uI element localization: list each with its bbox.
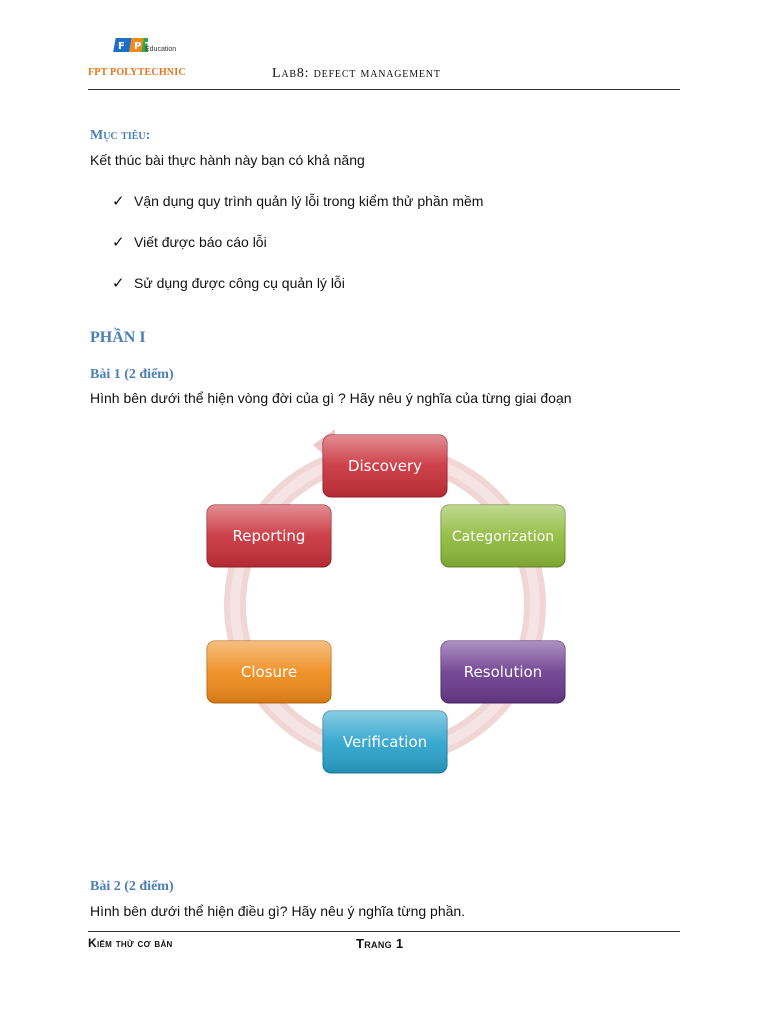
defect-lifecycle-diagram: Discovery Categorization Resolution Veri…	[206, 429, 566, 774]
stage-closure: Closure	[206, 640, 332, 704]
page-number: Trang 1	[356, 936, 404, 951]
objective-item: ✓ Viết được báo cáo lỗi	[112, 233, 267, 251]
page-title: Lab8: defect management	[272, 66, 441, 81]
objective-item: ✓ Vận dụng quy trình quản lý lỗi trong ki…	[112, 192, 483, 210]
stage-discovery: Discovery	[322, 434, 448, 498]
stage-label: Verification	[343, 733, 427, 751]
svg-text:P: P	[134, 41, 141, 52]
stage-label: Discovery	[348, 457, 422, 475]
objectives-intro: Kết thúc bài thực hành này bạn có khả nă…	[90, 152, 365, 168]
part-heading: PHẦN I	[90, 329, 146, 346]
check-icon: ✓	[112, 275, 125, 292]
objective-text: Viết được báo cáo lỗi	[134, 234, 267, 250]
exercise2-question: Hình bên dưới thể hiện điều gì? Hãy nêu …	[90, 903, 466, 919]
stage-label: Reporting	[233, 527, 306, 545]
fpt-logo-icon: F P T	[113, 38, 154, 52]
footer-divider	[88, 931, 680, 932]
objective-text: Vận dụng quy trình quản lý lỗi trong kiể…	[134, 193, 484, 209]
fpt-logo: F P T Education FPT POLYTECHNIC	[88, 36, 228, 82]
stage-label: Resolution	[464, 663, 542, 681]
stage-resolution: Resolution	[440, 640, 566, 704]
svg-text:F: F	[118, 41, 125, 52]
exercise1-heading: Bài 1 (2 điểm)	[90, 367, 174, 382]
stage-reporting: Reporting	[206, 504, 332, 568]
stage-label: Categorization	[452, 529, 554, 545]
exercise1-question: Hình bên dưới thể hiện vòng đời của gì ?…	[90, 390, 572, 406]
footer-course: Kiểm thử cơ bản	[88, 936, 173, 950]
objective-text: Sử dụng được công cụ quản lý lỗi	[134, 275, 345, 291]
stage-verification: Verification	[322, 710, 448, 774]
check-icon: ✓	[112, 193, 125, 210]
stage-label: Closure	[241, 663, 297, 681]
logo-brand: FPT POLYTECHNIC	[88, 67, 186, 78]
objectives-heading: Mục tiêu:	[90, 128, 151, 143]
header-divider	[88, 89, 680, 90]
objective-item: ✓ Sử dụng được công cụ quản lý lỗi	[112, 274, 345, 292]
exercise2-heading: Bài 2 (2 điểm)	[90, 879, 174, 894]
stage-categorization: Categorization	[440, 504, 566, 568]
check-icon: ✓	[112, 234, 125, 251]
logo-sub: Education	[145, 46, 177, 53]
